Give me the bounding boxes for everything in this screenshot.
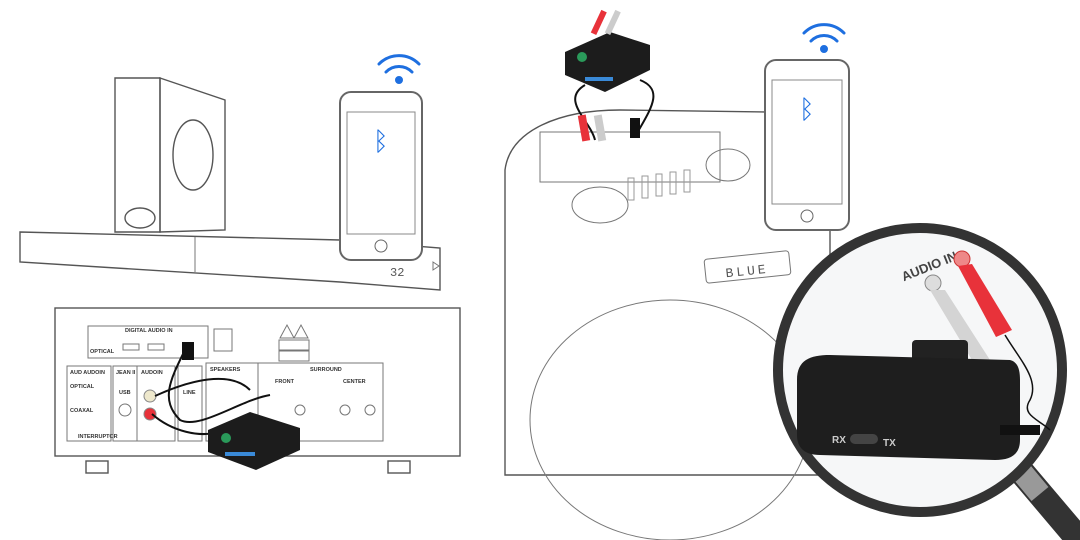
label-rx: RX [832, 435, 846, 446]
label-aud-audoin: AUD AUDOIN [70, 370, 105, 376]
subwoofer [114, 77, 226, 233]
bluetooth-icon: ᛒ [373, 127, 389, 157]
av-receiver: DIGITAL AUDIO IN OPTICAL AUD AUDOIN OPTI… [54, 307, 461, 474]
label-line: LINE [183, 390, 196, 396]
label-coaxial: COAXAL [70, 408, 94, 414]
wifi-icon [377, 54, 421, 84]
bluetooth-transmitter-left [208, 412, 300, 470]
wifi-icon [802, 23, 846, 53]
label-optical: OPTICAL [70, 384, 95, 390]
label-jean: JEAN II [116, 370, 136, 376]
label-front: FRONT [275, 379, 295, 385]
soundbar-display: 32 [390, 266, 404, 280]
bluetooth-transmitter-top [565, 9, 650, 92]
label-usb: USB [119, 390, 131, 396]
rx-tx-switch[interactable] [850, 434, 878, 444]
label-speakers: SPEAKERS [210, 367, 241, 373]
label-optical-top: OPTICAL [90, 349, 115, 355]
speaker-display: BLUE [725, 262, 770, 281]
bluetooth-icon: ᛒ [799, 95, 815, 125]
label-tx: TX [883, 438, 896, 449]
label-digital-audio-in: DIGITAL AUDIO IN [125, 328, 173, 334]
label-interruptor: INTERRUPTOR [78, 434, 118, 440]
label-surround: SURROUND [310, 367, 342, 373]
smartphone-left: ᛒ [339, 91, 423, 261]
smartphone-right: ᛒ [764, 59, 850, 231]
label-center: CENTER [343, 379, 366, 385]
magnifier: AUDIO IN RX TX [773, 223, 1080, 540]
label-audoin: AUDOIN [141, 370, 163, 376]
